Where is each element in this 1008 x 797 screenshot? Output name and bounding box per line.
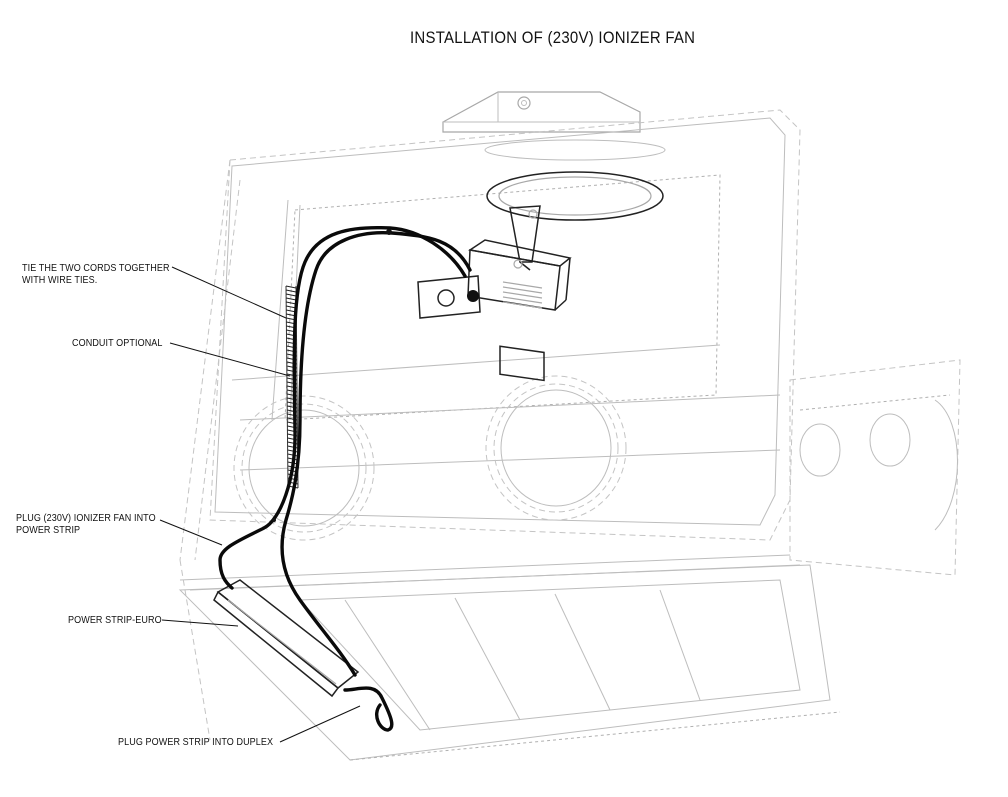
top-mount-box [442,91,641,133]
page-title: INSTALLATION OF (230V) IONIZER FAN [410,28,696,47]
cabinet-frame [178,109,841,761]
callout-plug-fan-line2: POWER STRIP [16,524,81,536]
callout-plug-strip: PLUG POWER STRIP INTO DUPLEX [118,736,274,748]
ionizer-fan [467,239,572,382]
callout-tie-cords-line1: TIE THE TWO CORDS TOGETHER [22,262,170,274]
glove-port-right [485,375,627,521]
callout-power-strip: POWER STRIP-EURO [68,614,162,626]
side-panel [789,359,961,576]
ceiling-ring [484,139,666,221]
power-strip [213,579,360,698]
callout-tie-cords: TIE THE TWO CORDS TOGETHER WITH WIRE TIE… [22,262,170,286]
glove-port-left [233,395,375,541]
callout-plug-fan-line1: PLUG (230V) IONIZER FAN INTO [16,512,156,524]
outlet-icon [417,275,481,319]
callout-plug-fan: PLUG (230V) IONIZER FAN INTO POWER STRIP [16,512,156,536]
callout-tie-cords-line2: WITH WIRE TIES. [22,274,98,286]
callout-conduit: CONDUIT OPTIONAL [72,337,163,349]
fan-bracket [509,205,541,271]
leader-lines [159,266,361,743]
power-cords [218,225,472,732]
fan-grille-icon [499,281,545,382]
